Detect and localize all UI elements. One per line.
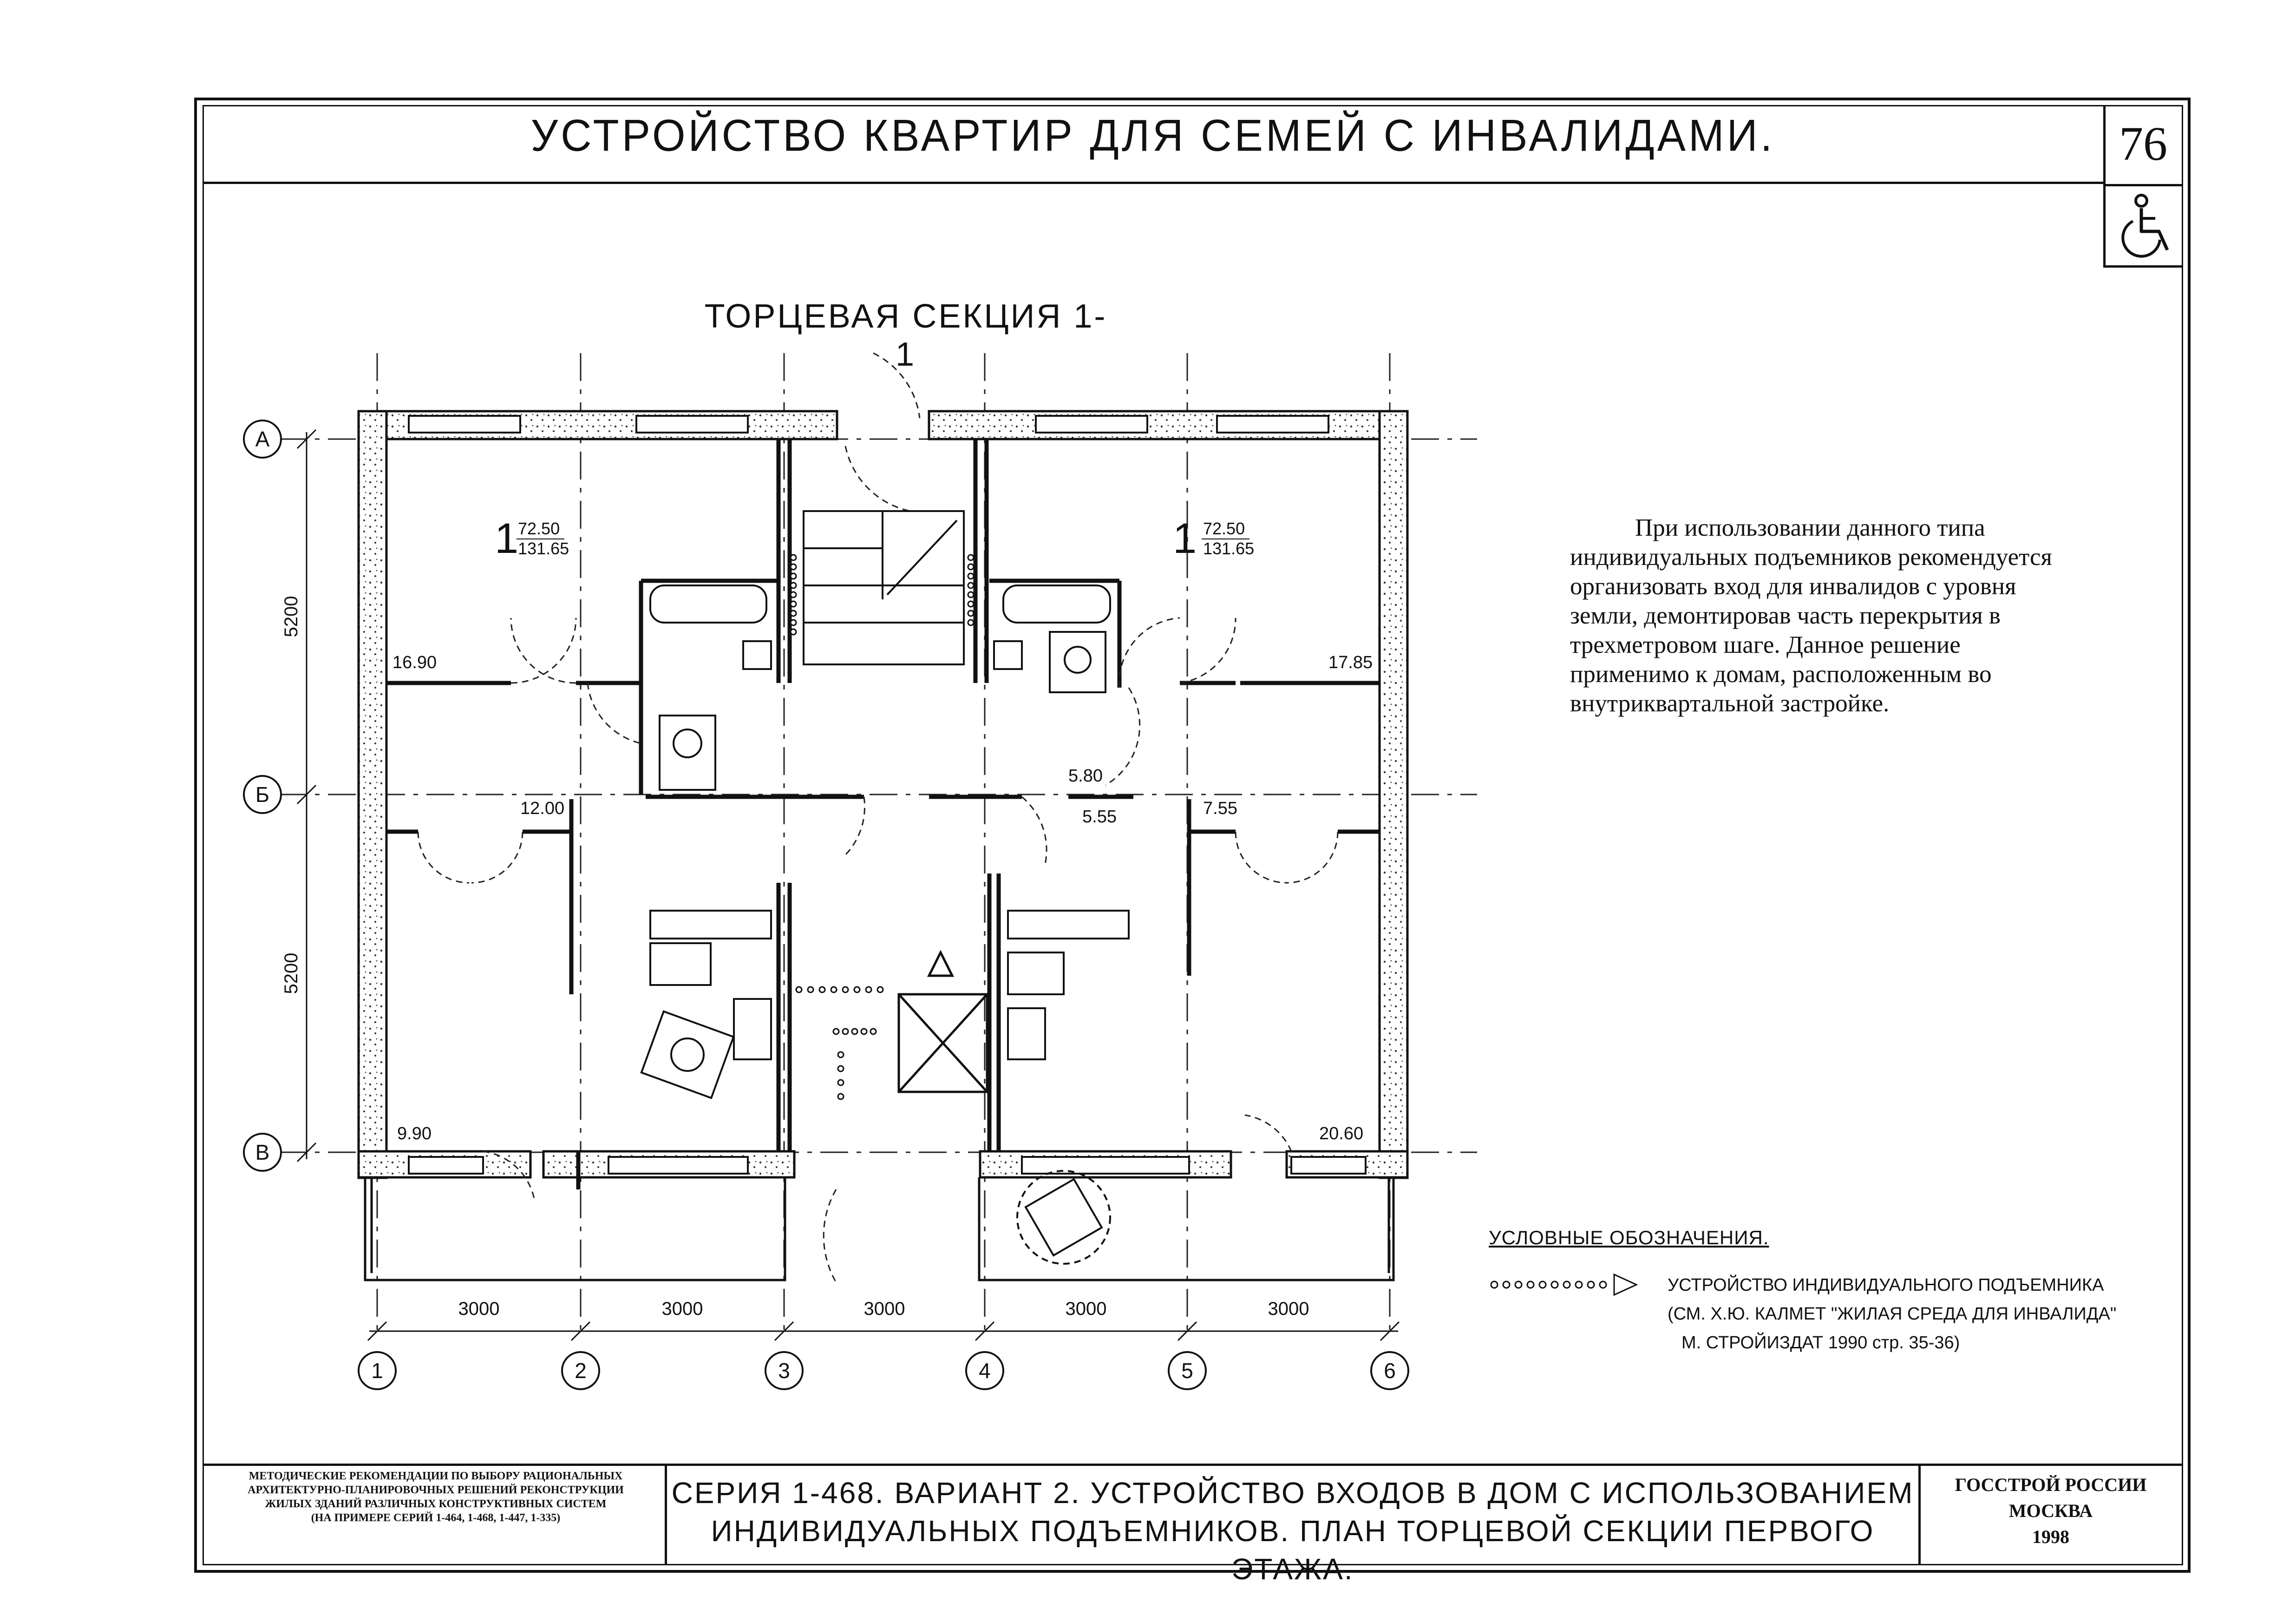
windows bbox=[408, 415, 1367, 1175]
reference-line: (НА ПРИМЕРЕ СЕРИЙ 1-464, 1-468, 1-447, 1… bbox=[311, 1512, 561, 1524]
axis-bubbles bbox=[243, 420, 1409, 1390]
page-number-box bbox=[2103, 105, 2183, 268]
wheelchair-icon bbox=[2121, 194, 2169, 258]
column-axis-label: 4 bbox=[979, 1359, 991, 1383]
column-axis-label: 2 bbox=[575, 1359, 587, 1383]
lift-legend-symbol bbox=[1490, 1273, 1638, 1296]
column-axis-label: 3 bbox=[778, 1359, 790, 1383]
apartment-living-area: 72.50 bbox=[1203, 519, 1245, 538]
row-axis-label: А bbox=[255, 427, 270, 451]
caption-line: ИНДИВИДУАЛЬНЫХ ПОДЪЕМНИКОВ. ПЛАН ТОРЦЕВО… bbox=[711, 1514, 1875, 1586]
legend-title: УСЛОВНЫЕ ОБОЗНАЧЕНИЯ. bbox=[1489, 1227, 1769, 1248]
outer-frame bbox=[194, 98, 2191, 1573]
room-area: 20.60 bbox=[1319, 1124, 1363, 1143]
apartment-living-area: 72.50 bbox=[518, 519, 560, 538]
room-area: 5.55 bbox=[1082, 807, 1117, 827]
page-number: 76 bbox=[2119, 117, 2167, 171]
reference-line: АРХИТЕКТУРНО-ПЛАНИРОВОЧНЫХ РЕШЕНИЙ РЕКОН… bbox=[248, 1484, 624, 1496]
room-area: 16.90 bbox=[392, 653, 437, 672]
row-axis-lines bbox=[279, 438, 1477, 1153]
bay-dimension: 3000 bbox=[662, 1299, 703, 1319]
room-area: 12.00 bbox=[520, 799, 564, 818]
inner-frame bbox=[203, 105, 2183, 1565]
bay-dimension: 3000 bbox=[1268, 1299, 1309, 1319]
bay-dimension: 3000 bbox=[1066, 1299, 1107, 1319]
page-box-divider bbox=[2103, 184, 2183, 186]
bay-dimension: 3000 bbox=[458, 1299, 500, 1319]
caption-line: СЕРИЯ 1-468. ВАРИАНТ 2. УСТРОЙСТВО ВХОДО… bbox=[671, 1476, 1914, 1510]
door-swings bbox=[417, 352, 1339, 1283]
row-axis-label: Б bbox=[255, 782, 269, 807]
balconies bbox=[364, 1177, 1395, 1281]
row-axis-label: В bbox=[255, 1140, 270, 1164]
apartment-total-area: 131.65 bbox=[1203, 539, 1254, 558]
sheet-title: УСТРОЙСТВО КВАРТИР ДЛЯ СЕМЕЙ С ИНВАЛИДАМ… bbox=[530, 111, 1775, 161]
dimension-lines bbox=[296, 429, 1400, 1341]
apartment-rooms: 1 bbox=[1173, 515, 1197, 562]
column-axis-label: 5 bbox=[1181, 1359, 1193, 1383]
title-block-left-cell bbox=[203, 1464, 667, 1565]
reference-line: МЕТОДИЧЕСКИЕ РЕКОМЕНДАЦИИ ПО ВЫБОРУ РАЦИ… bbox=[249, 1470, 623, 1482]
bay-dimension: 3000 bbox=[864, 1299, 905, 1319]
methodology-reference: МЕТОДИЧЕСКИЕ РЕКОМЕНДАЦИИ ПО ВЫБОРУ РАЦИ… bbox=[208, 1469, 663, 1525]
reference-line: ЖИЛЫХ ЗДАНИЙ РАЗЛИЧНЫХ КОНСТРУКТИВНЫХ СИ… bbox=[265, 1498, 607, 1510]
legend-line: М. СТРОЙИЗДАТ 1990 стр. 35-36) bbox=[1681, 1333, 1960, 1353]
title-band bbox=[203, 105, 2103, 184]
organization-year: 1998 bbox=[2032, 1526, 2069, 1547]
legend-description: УСТРОЙСТВО ИНДИВИДУАЛЬНОГО ПОДЪЕМНИКА (С… bbox=[1668, 1271, 2116, 1357]
bath-fixtures bbox=[649, 584, 1130, 1060]
drawing-caption: СЕРИЯ 1-468. ВАРИАНТ 2. УСТРОЙСТВО ВХОДО… bbox=[667, 1474, 1918, 1588]
room-area: 7.55 bbox=[1203, 799, 1237, 818]
organization-block: ГОССТРОЙ РОССИИ МОСКВА 1998 bbox=[1918, 1472, 2183, 1550]
note-paragraph: При использовании данного типа индивидуа… bbox=[1570, 514, 2052, 717]
apartment-markers: 1 72.50 131.65 1 72.50 131.65 bbox=[495, 515, 1254, 562]
apartment-rooms: 1 bbox=[495, 515, 518, 562]
room-area-labels: 16.90 12.00 9.90 17.85 5.80 5.55 7.55 20… bbox=[392, 653, 1373, 1143]
column-axis-label: 6 bbox=[1384, 1359, 1396, 1383]
wheelchair-symbols bbox=[640, 631, 1111, 1265]
lift-dotted-paths bbox=[790, 554, 975, 1100]
title-block-right-cell bbox=[1918, 1464, 2183, 1565]
legend-line: УСТРОЙСТВО ИНДИВИДУАЛЬНОГО ПОДЪЕМНИКА bbox=[1668, 1275, 2104, 1295]
dimension-labels: 3000 3000 3000 3000 3000 5200 5200 bbox=[281, 596, 1309, 1319]
section-title: ТОРЦЕВАЯ СЕКЦИЯ 1-1 bbox=[704, 298, 1107, 373]
column-axis-label: 1 bbox=[371, 1359, 383, 1383]
room-area: 9.90 bbox=[397, 1124, 432, 1143]
row-dimension: 5200 bbox=[281, 953, 301, 994]
axis-labels: А Б В 1 2 3 4 5 6 bbox=[255, 427, 1396, 1383]
legend-line: (СМ. Х.Ю. КАЛМЕТ "ЖИЛАЯ СРЕДА ДЛЯ ИНВАЛИ… bbox=[1668, 1304, 2117, 1324]
room-area: 5.80 bbox=[1068, 766, 1103, 786]
interior-walls bbox=[386, 439, 1380, 1189]
room-area: 17.85 bbox=[1328, 653, 1373, 672]
lift-platform bbox=[897, 950, 988, 1093]
organization-city: МОСКВА bbox=[2008, 1500, 2093, 1521]
organization-name: ГОССТРОЙ РОССИИ bbox=[1955, 1474, 2147, 1495]
row-dimension: 5200 bbox=[281, 596, 301, 637]
apartment-total-area: 131.65 bbox=[518, 539, 569, 558]
explanatory-note: При использовании данного типа индивидуа… bbox=[1570, 513, 2081, 718]
title-block bbox=[203, 1464, 2183, 1565]
stair bbox=[803, 510, 965, 665]
exterior-walls bbox=[357, 410, 1409, 1179]
